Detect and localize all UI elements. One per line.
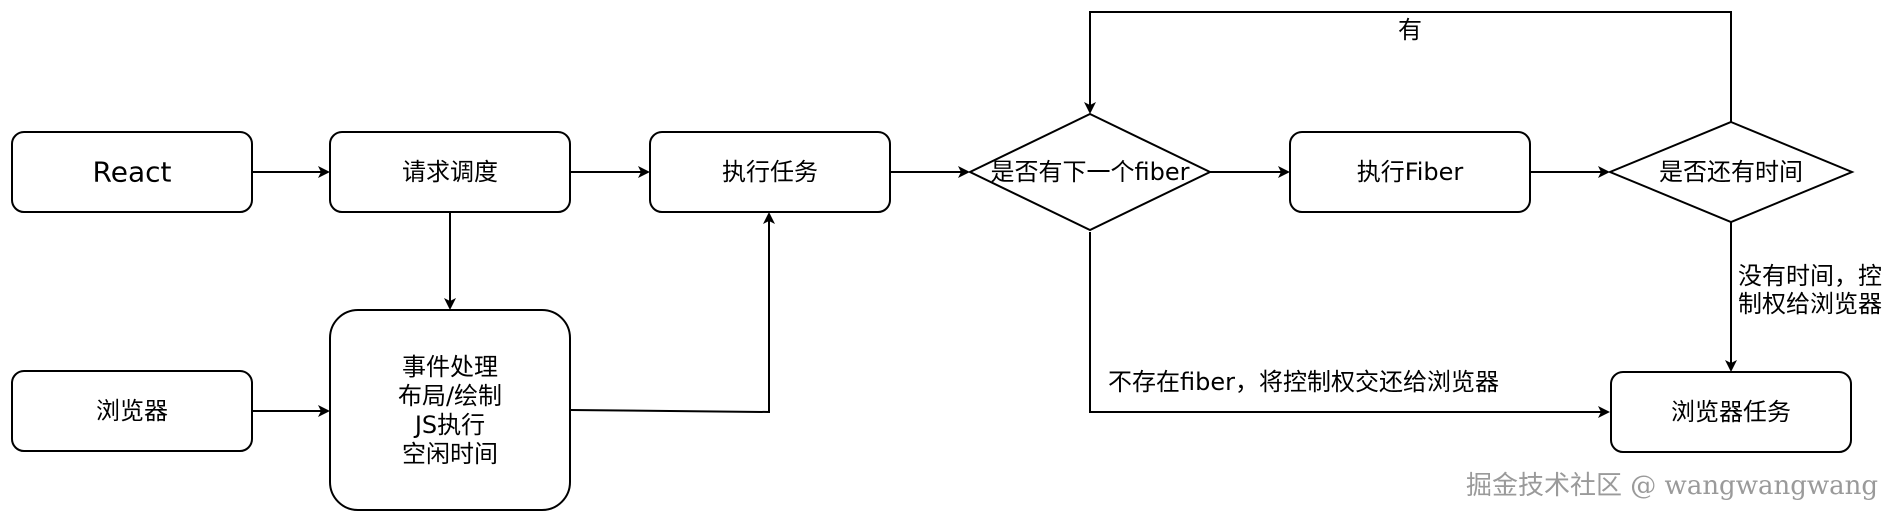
edge-decision-no-fiber [1089, 232, 1610, 418]
node-request-schedule: 请求调度 [329, 131, 571, 213]
node-execute-fiber: 执行Fiber [1289, 131, 1531, 213]
node-browser-work-line-1: 事件处理 [402, 353, 498, 381]
edges [252, 11, 1737, 418]
node-has-time-left-label: 是否还有时间 [1659, 158, 1803, 186]
node-execute-task: 执行任务 [649, 131, 891, 213]
node-browser-work: 事件处理 布局/绘制 JS执行 空闲时间 [329, 309, 571, 511]
node-request-schedule-label: 请求调度 [402, 158, 498, 186]
node-browser-work-line-3: JS执行 [413, 411, 485, 439]
node-react-label: React [93, 156, 172, 189]
node-execute-task-label: 执行任务 [722, 158, 818, 186]
node-execute-fiber-label: 执行Fiber [1357, 158, 1464, 186]
node-browser-work-line-2: 布局/绘制 [398, 382, 502, 410]
node-browser-work-line-4: 空闲时间 [402, 440, 498, 468]
edge-time-yes-loop [1084, 11, 1732, 122]
node-browser-label: 浏览器 [96, 397, 168, 425]
node-react: React [11, 131, 253, 213]
node-browser-task-label: 浏览器任务 [1671, 398, 1791, 426]
edge-label-no-time-line-2: 制权给浏览器 [1738, 290, 1882, 318]
node-has-next-fiber: 是否有下一个fiber [967, 112, 1213, 232]
node-browser: 浏览器 [11, 370, 253, 452]
node-has-time-left: 是否还有时间 [1607, 120, 1855, 224]
watermark: 掘金技术社区 @ wangwangwang [1466, 471, 1878, 501]
edge-browserwork-to-execute [569, 212, 775, 414]
edge-label-yes: 有 [1398, 16, 1422, 44]
edge-label-no-fiber: 不存在fiber，将控制权交还给浏览器 [1108, 368, 1499, 396]
node-browser-task: 浏览器任务 [1610, 371, 1852, 453]
node-has-next-fiber-label: 是否有下一个fiber [991, 158, 1190, 186]
edge-label-no-time-line-1: 没有时间，控 [1738, 262, 1882, 290]
